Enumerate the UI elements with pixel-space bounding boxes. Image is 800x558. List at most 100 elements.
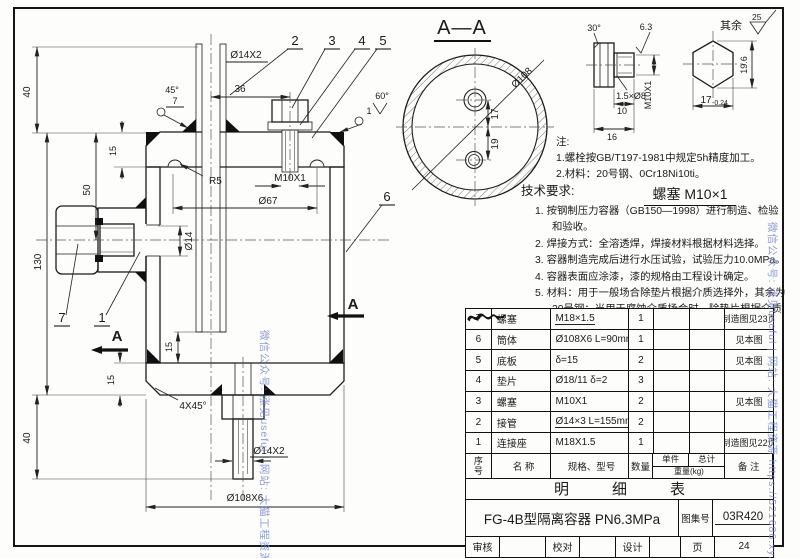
dim-hex-tolerance: -0.24	[712, 100, 728, 107]
part-qty: 3	[629, 371, 654, 391]
drawing-title: FG-4B型隔离容器 PN6.3MPa	[466, 499, 679, 536]
dim-pipe-top: Ø14X2	[230, 50, 262, 61]
design-signature	[467, 313, 681, 557]
design-label: 设计	[616, 536, 650, 557]
part-no: 5	[466, 350, 492, 371]
part-qty: 1	[629, 433, 654, 453]
dim-19: 19	[490, 138, 501, 150]
part-unit-weight	[654, 329, 690, 350]
plug-detail-view: 30° 6.3 1.5×Ø8 M10X1 10 16 19.6 17 -0.24…	[586, 9, 777, 142]
part-total-weight	[690, 350, 726, 371]
part-spec: Ø14×3 L=155mm	[551, 412, 629, 433]
tech-requirement-item: 按钢制压力容器（GB150—1998）进行制造、检验和验收。	[535, 204, 787, 237]
balloon-4: 4	[358, 33, 365, 48]
table-row: 2 接管 Ø14×3 L=155mm 2	[466, 412, 773, 434]
review-signature	[468, 313, 546, 557]
dim-67: Ø67	[259, 196, 278, 207]
part-qty: 2	[629, 391, 654, 412]
technical-requirements-title: 技术要求:	[521, 184, 575, 198]
balloon-2: 2	[291, 33, 298, 48]
part-spec-text: Ø14×3 L=155mm	[555, 416, 628, 429]
dim-r5: R5	[209, 176, 222, 187]
rest-surfaces-label: 其余	[720, 18, 742, 32]
part-unit-weight	[654, 391, 690, 412]
main-section-view	[36, 34, 392, 502]
header-total: 总计	[698, 453, 716, 464]
header-remark: 备 注	[725, 453, 773, 478]
header-no: 序号	[466, 453, 492, 478]
part-spec: Ø108X6 L=90mm	[551, 329, 629, 350]
part-unit-weight	[654, 371, 690, 391]
dim-10: 10	[617, 106, 627, 116]
dim-hex-height: 19.6	[739, 56, 749, 74]
table-header-row: 序号 名 称 规格、型号 数量 单件 总计 重量(kg) 备 注	[466, 453, 773, 479]
dim-shell: Ø108X6	[227, 493, 264, 504]
dim-thread-m10x1: M10X1	[643, 81, 653, 110]
part-no: 6	[466, 329, 492, 350]
dim-15-bottom: 15	[106, 375, 116, 385]
dim-hex-width: 17	[700, 95, 712, 106]
part-qty: 2	[629, 412, 654, 433]
tech-requirement-item: 焊接方式：全溶透焊，焊接材料根据材料选择。	[535, 237, 787, 253]
dim-130: 130	[33, 253, 44, 270]
tech-requirement-item: 容器表面应涂漆，漆的规格由工程设计确定。	[535, 270, 787, 286]
part-qty: 2	[629, 350, 654, 371]
atlas-number-text: 03R420	[714, 511, 772, 525]
part-unit-weight	[654, 412, 690, 433]
table-row: 5 底板 δ=15 2 见本图	[466, 350, 773, 372]
part-name: 筒体	[492, 329, 552, 350]
plug-notes: 注: 1.螺栓按GB/T197-1981中规定5h精度加工。 2.材料：20号钢…	[556, 134, 794, 182]
header-name: 名 称	[492, 453, 552, 478]
part-total-weight	[690, 371, 726, 391]
dim-14-side: Ø14	[184, 231, 195, 250]
part-remark: 见本图	[735, 397, 763, 408]
dim-30deg: 30°	[587, 23, 601, 33]
part-name: 螺塞	[492, 309, 552, 329]
dim-40-top: 40	[22, 86, 33, 98]
part-qty: 1	[629, 309, 654, 329]
tech-requirement-item: 容器制造完成后进行水压试验，试验压力10.0MPa。	[535, 253, 787, 269]
dim-15-top: 15	[108, 146, 118, 156]
plug-note-2: 2.材料：20号钢、0Cr18Ni10ti。	[556, 168, 706, 180]
plug-notes-title: 注:	[556, 136, 570, 148]
part-no: 3	[466, 391, 492, 412]
parts-list-title: 明 细 表	[466, 479, 773, 500]
parts-table: 7 螺塞 M18×1.5 1 制造图见23页 6 筒体 Ø108X6 L=90m…	[465, 308, 774, 558]
atlas-number-label: 图集号	[679, 499, 713, 536]
part-name: 连接座	[492, 433, 552, 453]
dim-stud: Ø14X2	[253, 446, 285, 457]
header-spec: 规格、型号	[551, 453, 629, 478]
signature-row: 审核 校对 设计 页 24	[466, 313, 773, 557]
part-name: 垫片	[492, 371, 552, 391]
table-row: 6 筒体 Ø108X6 L=90mm 1 见本图	[466, 329, 773, 351]
dim-m10x1: M10X1	[274, 173, 306, 184]
rest-surfaces-value: 25	[752, 12, 762, 22]
part-spec-text: M18×1.5	[555, 312, 595, 325]
check-signature	[467, 314, 616, 557]
part-total-weight	[690, 412, 726, 433]
balloon-1: 1	[98, 310, 105, 325]
balloon-3: 3	[328, 33, 335, 48]
part-unit-weight	[654, 309, 690, 329]
balloon-5: 5	[379, 33, 386, 48]
dim-groove: 1.5×Ø8	[616, 91, 646, 101]
header-weight-group: 单件 总计 重量(kg)	[653, 453, 726, 478]
part-no: 4	[466, 371, 492, 391]
dim-40-bottom: 40	[22, 432, 33, 444]
part-name: 接管	[492, 412, 552, 433]
main-view-dimensions	[32, 46, 388, 512]
dim-chamfer: 4X45°	[179, 401, 206, 412]
weld-45-label: 45°	[165, 85, 179, 95]
watermark-right: 微信公众号: 涨见useful | 网站: 大猫工程资源 https://521…	[766, 222, 778, 558]
section-aa-view: A—A 17 19 Ø108	[396, 17, 554, 206]
dim-17: 17	[490, 108, 501, 120]
header-unit: 单件	[653, 453, 689, 466]
part-total-weight	[690, 309, 726, 329]
part-remark: 见本图	[735, 335, 763, 346]
title-block-row: FG-4B型隔离容器 PN6.3MPa 图集号 03R420	[466, 499, 773, 537]
part-no: 2	[466, 412, 492, 433]
section-arrow-label-bottom: A	[112, 328, 123, 345]
dim-16: 16	[607, 132, 617, 142]
header-qty: 数量	[629, 453, 654, 478]
